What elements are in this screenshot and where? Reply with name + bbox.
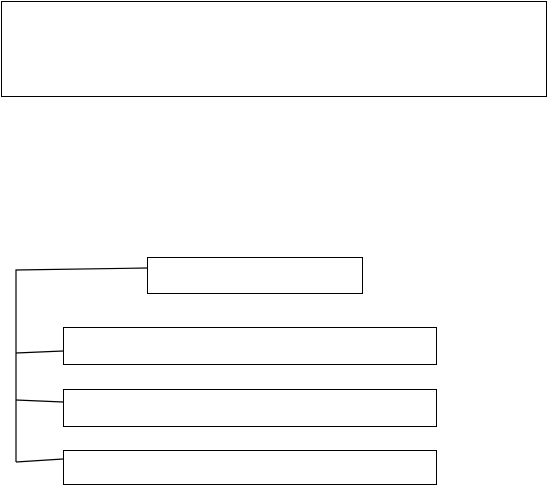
child-node-box-3 <box>63 450 437 485</box>
child-2-connector-line <box>15 399 64 403</box>
child-1-connector-line <box>15 350 64 354</box>
top-text-box <box>1 1 547 97</box>
child-node-box-1 <box>63 327 437 365</box>
child-node-box-2 <box>63 389 437 427</box>
child-3-connector-line <box>15 458 64 463</box>
root-connector-line <box>15 267 148 462</box>
root-node-box <box>147 257 363 294</box>
